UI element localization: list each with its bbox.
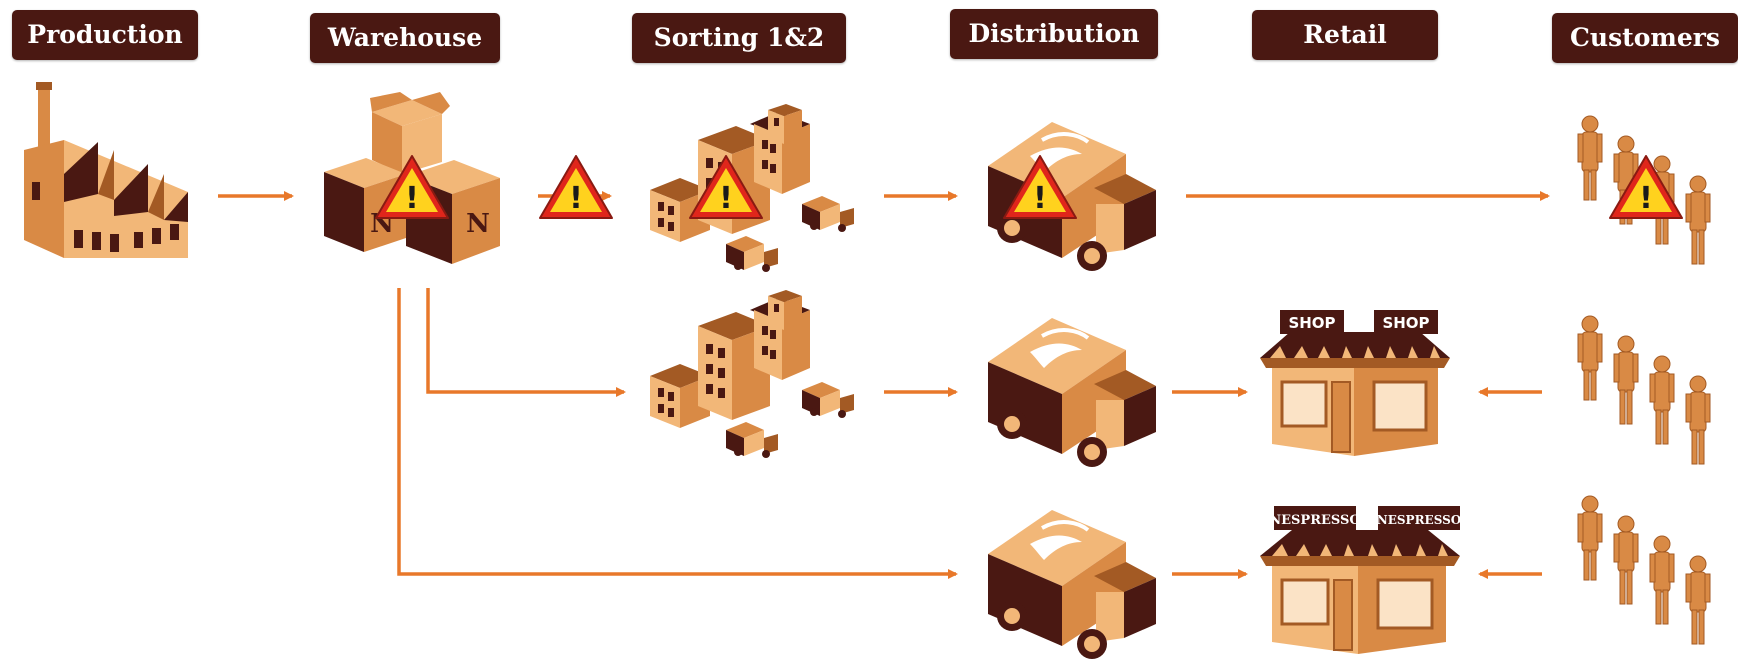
nespresso-sign-left: NESPRESSO: [1269, 513, 1360, 528]
delivery-truck-icon-2: [988, 318, 1156, 467]
svg-text:!: !: [719, 181, 733, 216]
arrow-warehouse-distribution-3: [397, 288, 958, 579]
small-truck-4: [726, 422, 778, 458]
warning-icon-distribution: !: [1003, 155, 1077, 219]
svg-text:!: !: [405, 181, 419, 216]
nespresso-boutique-icon: NESPRESSO NESPRESSO: [1260, 506, 1461, 654]
warning-icon-sorting: !: [689, 155, 763, 219]
customers-icon-2: [1577, 315, 1711, 465]
shop-sign-left: SHOP: [1288, 314, 1335, 332]
warehouse-boxes-icon: N N: [324, 92, 500, 264]
customers-icon-3: [1577, 495, 1711, 645]
svg-text:!: !: [1639, 181, 1653, 216]
small-truck-1: [802, 196, 854, 232]
sorting-center-icon-2: [650, 290, 854, 458]
header-production: Production: [12, 10, 198, 60]
shop-sign-right: SHOP: [1382, 314, 1429, 332]
small-truck-2: [726, 236, 778, 272]
header-distribution: Distribution: [950, 9, 1158, 59]
svg-text:!: !: [1033, 181, 1047, 216]
box-logo-right: N: [466, 209, 490, 239]
factory-icon: [24, 82, 188, 258]
header-sorting: Sorting 1&2: [632, 13, 846, 63]
header-retail: Retail: [1252, 10, 1438, 60]
delivery-truck-icon-3: [988, 510, 1156, 659]
header-customers: Customers: [1552, 13, 1738, 63]
warning-icon-transfer: !: [539, 155, 613, 219]
small-truck-3: [802, 382, 854, 418]
nespresso-sign-right: NESPRESSO: [1377, 513, 1461, 527]
box-top: [370, 92, 450, 174]
arrow-warehouse-sorting-2: [426, 288, 626, 397]
shop-icon: SHOP SHOP: [1260, 310, 1450, 456]
warning-icon-warehouse: !: [375, 155, 449, 219]
warning-icon-customers: !: [1609, 155, 1683, 219]
svg-text:!: !: [569, 181, 583, 216]
header-warehouse: Warehouse: [310, 13, 500, 63]
